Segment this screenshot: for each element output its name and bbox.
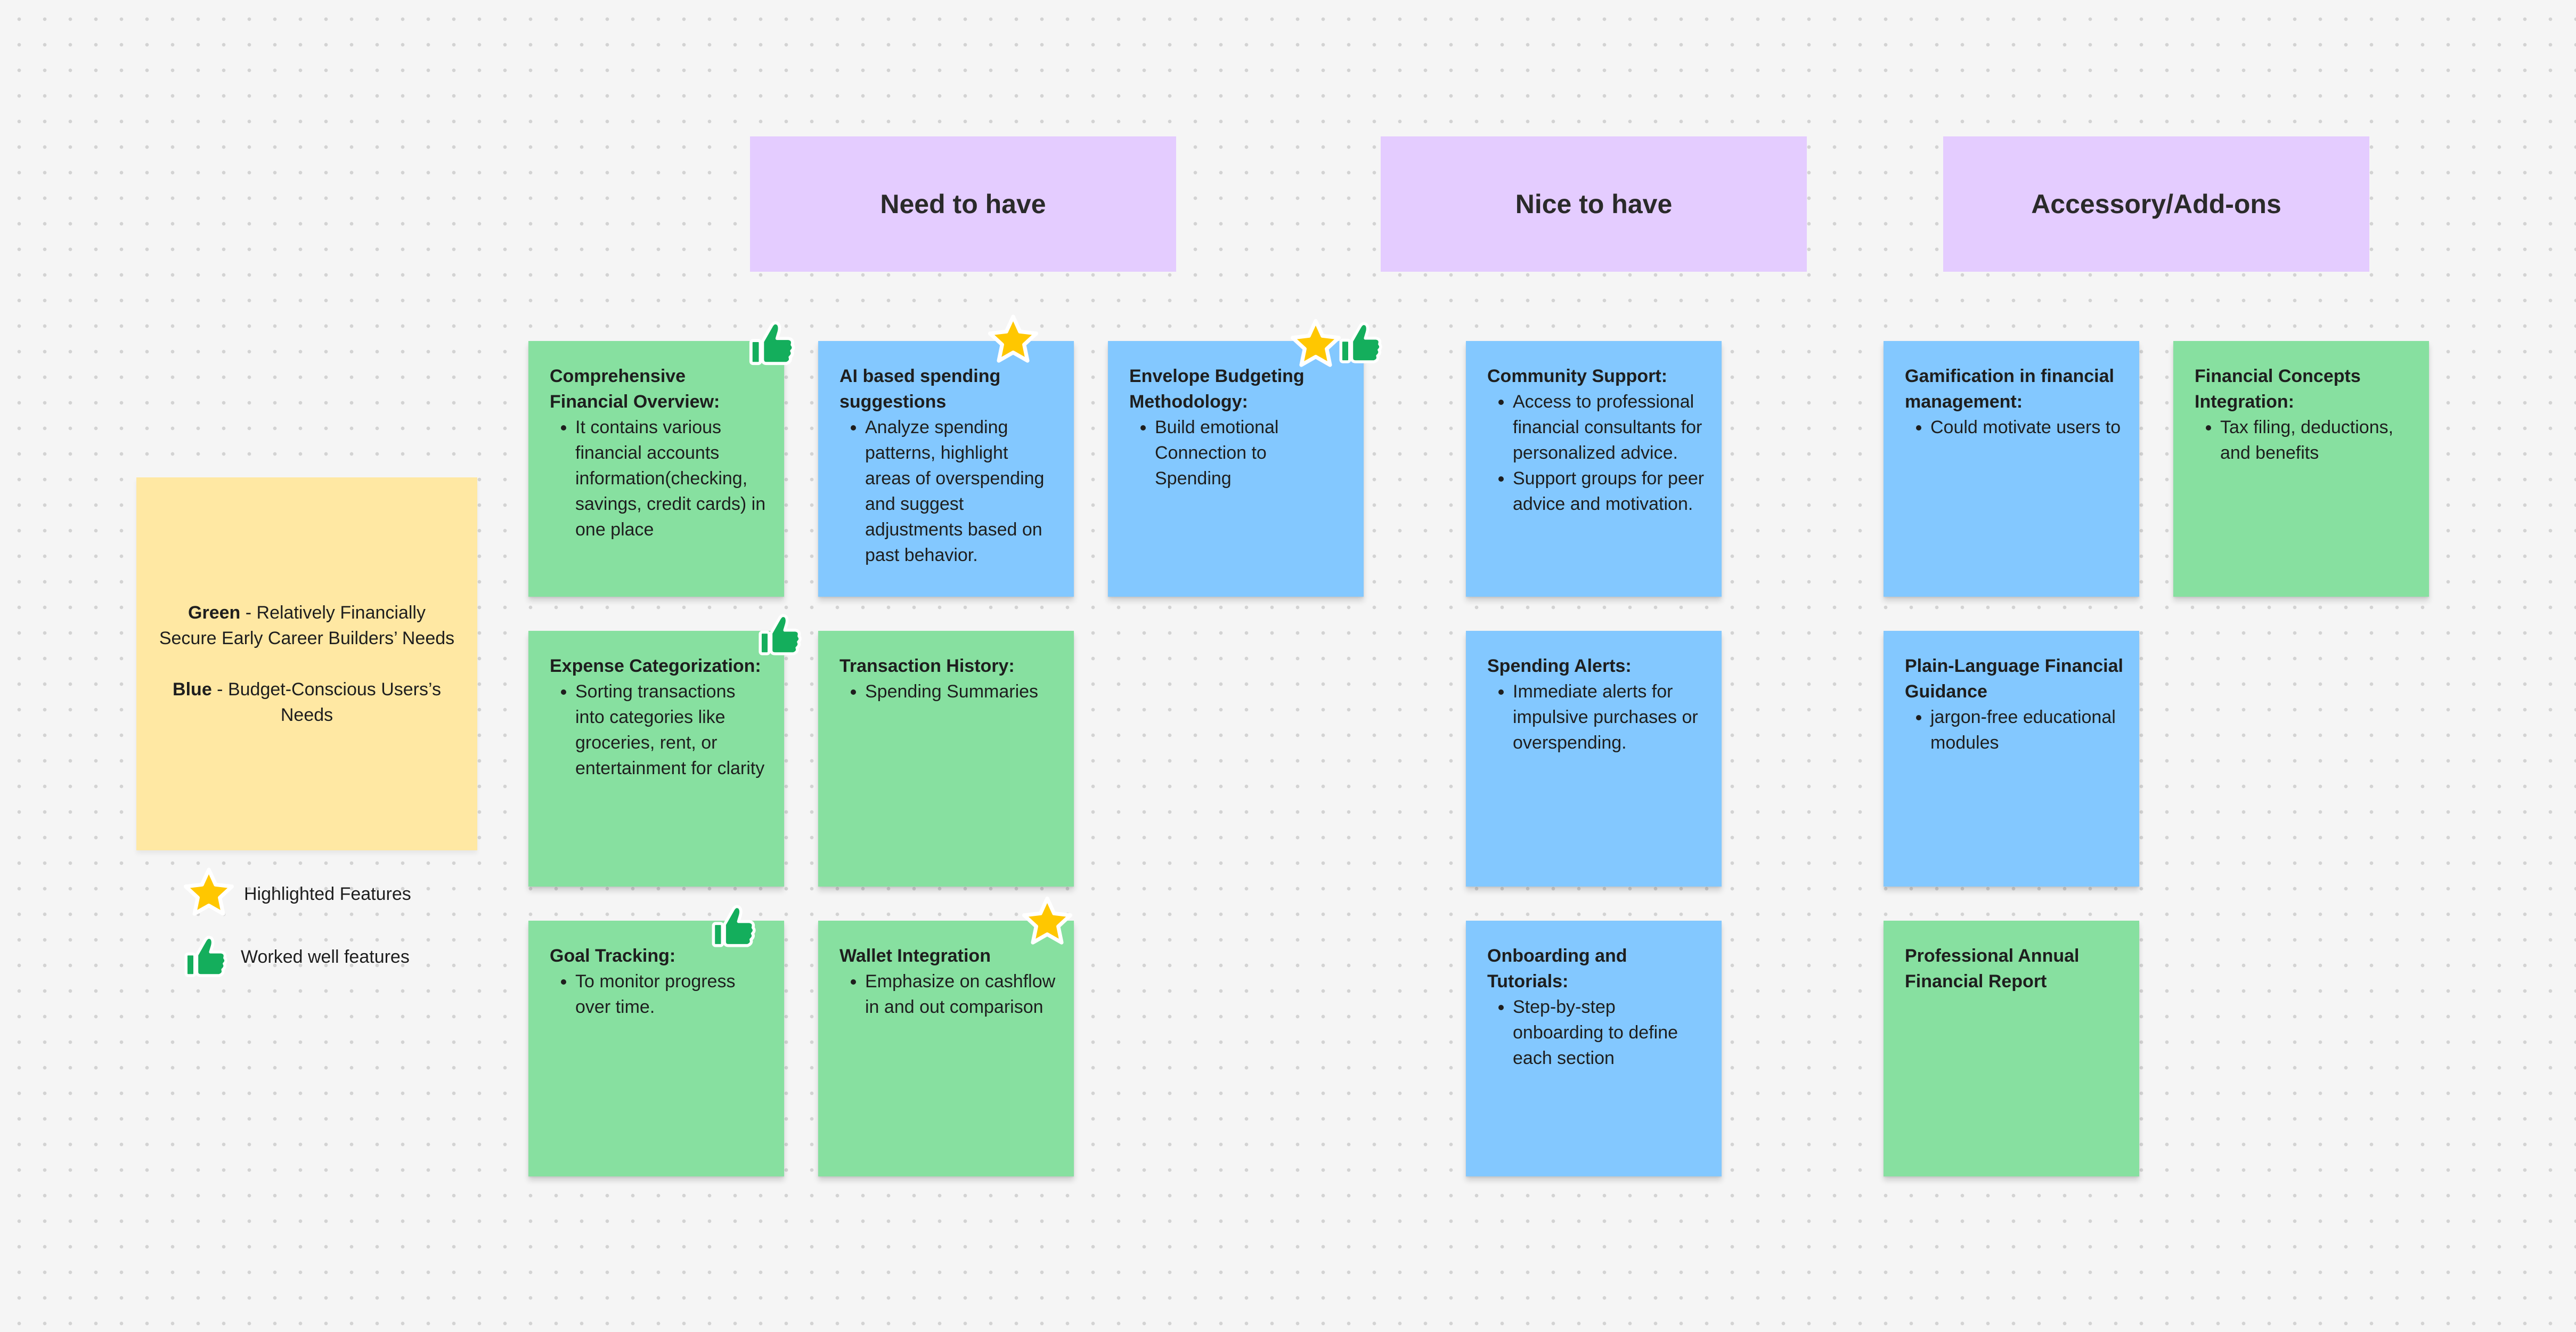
note-title: Onboarding and Tutorials: [1487, 946, 1627, 992]
sticky-note-transaction-history[interactable]: Transaction History: Spending Summaries [818, 631, 1074, 887]
note-bullet: Spending Summaries [865, 679, 1058, 704]
thumbs-up-icon[interactable] [746, 318, 798, 370]
note-bullet: Tax filing, deductions, and benefits [2220, 415, 2413, 466]
sticky-note-wallet-integration[interactable]: Wallet Integration Emphasize on cashflow… [818, 921, 1074, 1176]
note-bullet-list: jargon-free educational modules [1905, 704, 2123, 756]
note-bullet: Step-by-step onboarding to define each s… [1513, 994, 1706, 1071]
sticky-note-annual-financial-report[interactable]: Professional Annual Financial Report [1884, 921, 2139, 1176]
legend-green-line: Green - Relatively Financially Secure Ea… [158, 600, 456, 651]
note-bullet: Sorting transactions into categories lik… [575, 679, 768, 781]
sticky-note-onboarding-tutorials[interactable]: Onboarding and Tutorials: Step-by-step o… [1466, 921, 1722, 1176]
legend-highlighted-row: Highlighted Features [181, 866, 411, 922]
star-icon[interactable] [1020, 895, 1075, 951]
sticky-note-comprehensive-financial-overview[interactable]: Comprehensive Financial Overview: It con… [528, 341, 784, 597]
sticky-note-goal-tracking[interactable]: Goal Tracking: To monitor progress over … [528, 921, 784, 1176]
note-bullet-list: Access to professional financial consult… [1487, 389, 1706, 517]
note-bullet: It contains various financial accounts i… [575, 415, 768, 542]
legend-highlighted-label: Highlighted Features [244, 883, 411, 904]
column-header-accessory-add-ons[interactable]: Accessory/Add-ons [1943, 136, 2369, 272]
note-bullet-list: Tax filing, deductions, and benefits [2195, 415, 2413, 466]
note-title: Professional Annual Financial Report [1905, 946, 2080, 992]
legend-sticky-note[interactable]: Green - Relatively Financially Secure Ea… [136, 477, 477, 850]
note-bullet: Access to professional financial consult… [1513, 389, 1706, 466]
legend-green-text: - Relatively Financially Secure Early Ca… [159, 603, 455, 648]
sticky-note-community-support[interactable]: Community Support: Access to professiona… [1466, 341, 1722, 597]
note-bullet-list: Immediate alerts for impulsive purchases… [1487, 679, 1706, 756]
sticky-note-expense-categorization[interactable]: Expense Categorization: Sorting transact… [528, 631, 784, 887]
note-bullet: Immediate alerts for impulsive purchases… [1513, 679, 1706, 756]
sticky-note-ai-spending-suggestions[interactable]: AI based spending suggestions Analyze sp… [818, 341, 1074, 597]
note-bullet: Build emotional Connection to Spending [1155, 415, 1348, 491]
legend-blue-line: Blue - Budget-Conscious Users’s Needs [158, 677, 456, 728]
note-title: Transaction History: [839, 656, 1015, 676]
note-bullet: jargon-free educational modules [1930, 704, 2123, 756]
legend-worked-well-row: Worked well features [181, 932, 410, 981]
note-bullet-list: Sorting transactions into categories lik… [550, 679, 768, 781]
note-bullet-list: Spending Summaries [839, 679, 1058, 704]
note-title: Financial Concepts Integration: [2195, 366, 2361, 412]
thumbs-up-icon [181, 932, 230, 981]
note-title: Wallet Integration [839, 946, 991, 966]
legend-green-key: Green [188, 603, 241, 623]
column-header-need-to-have[interactable]: Need to have [750, 136, 1176, 272]
note-bullet-list: It contains various financial accounts i… [550, 415, 768, 542]
sticky-note-financial-concepts[interactable]: Financial Concepts Integration: Tax fili… [2173, 341, 2429, 597]
note-bullet-list: Emphasize on cashflow in and out compari… [839, 969, 1058, 1020]
star-icon [181, 866, 237, 922]
sticky-note-spending-alerts[interactable]: Spending Alerts: Immediate alerts for im… [1466, 631, 1722, 887]
note-bullet: To monitor progress over time. [575, 969, 768, 1020]
note-title: AI based spending suggestions [839, 366, 1001, 412]
note-bullet: Support groups for peer advice and motiv… [1513, 466, 1706, 517]
note-bullet-list: Analyze spending patterns, highlight are… [839, 415, 1058, 568]
star-icon[interactable] [1288, 318, 1343, 373]
note-bullet-list: To monitor progress over time. [550, 969, 768, 1020]
note-bullet: Could motivate users to [1930, 415, 2123, 440]
note-title: Envelope Budgeting Methodology: [1129, 366, 1305, 412]
note-bullet-list: Could motivate users to [1905, 415, 2123, 440]
note-title: Spending Alerts: [1487, 656, 1632, 676]
legend-blue-text: - Budget-Conscious Users’s Needs [211, 679, 441, 725]
thumbs-up-icon[interactable] [708, 901, 759, 952]
note-bullet-list: Build emotional Connection to Spending [1129, 415, 1348, 491]
note-bullet-list: Step-by-step onboarding to define each s… [1487, 994, 1706, 1071]
note-title: Expense Categorization: [550, 656, 761, 676]
star-icon[interactable] [985, 313, 1041, 369]
sticky-note-plain-language-guidance[interactable]: Plain-Language Financial Guidance jargon… [1884, 631, 2139, 887]
note-bullet: Emphasize on cashflow in and out compari… [865, 969, 1058, 1020]
note-title: Gamification in financial management: [1905, 366, 2114, 412]
note-title: Plain-Language Financial Guidance [1905, 656, 2123, 702]
note-title: Community Support: [1487, 366, 1668, 386]
note-bullet: Analyze spending patterns, highlight are… [865, 415, 1058, 568]
sticky-note-envelope-budgeting[interactable]: Envelope Budgeting Methodology: Build em… [1108, 341, 1364, 597]
sticky-note-gamification[interactable]: Gamification in financial management: Co… [1884, 341, 2139, 597]
note-title: Goal Tracking: [550, 946, 676, 966]
thumbs-up-icon[interactable] [755, 611, 804, 660]
note-title: Comprehensive Financial Overview: [550, 366, 720, 412]
thumbs-up-icon[interactable] [1336, 319, 1385, 368]
legend-blue-key: Blue [173, 679, 212, 700]
legend-worked-well-label: Worked well features [241, 946, 410, 967]
column-header-nice-to-have[interactable]: Nice to have [1381, 136, 1807, 272]
